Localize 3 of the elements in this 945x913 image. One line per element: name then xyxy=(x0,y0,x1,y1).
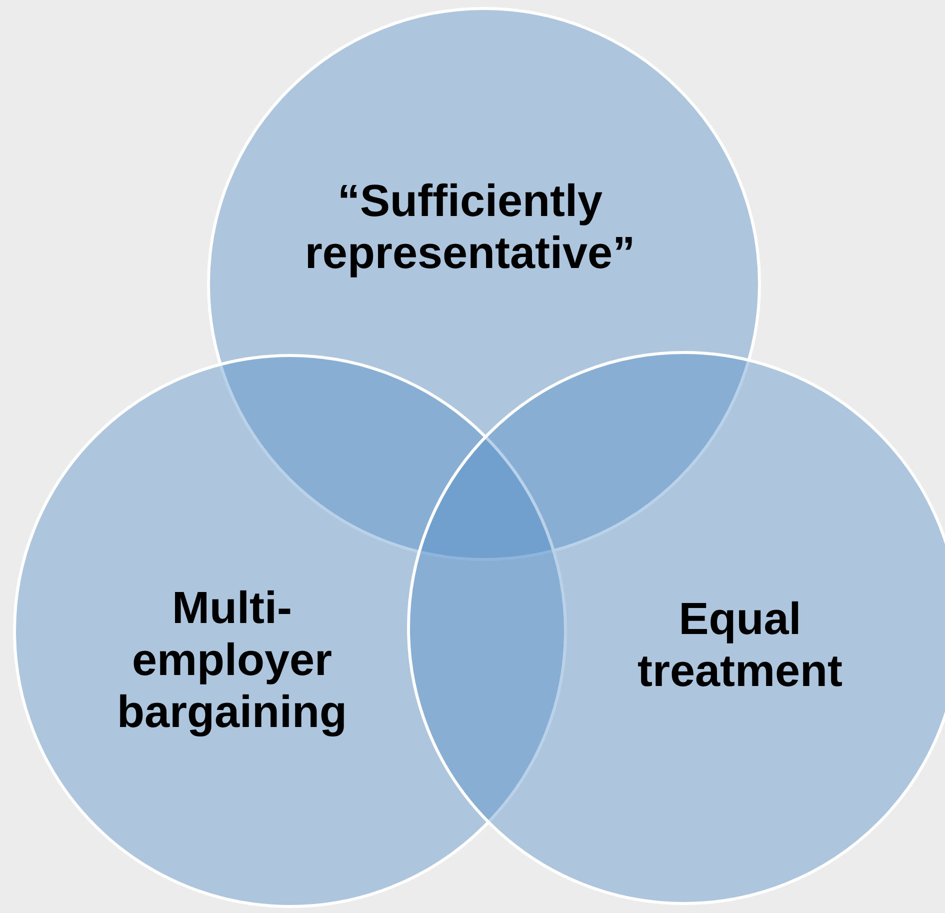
circle-label: Multi-employer bargaining xyxy=(116,582,348,738)
circle-label: “Sufficiently representative” xyxy=(304,175,636,279)
circle-label: Equal treatment xyxy=(636,593,844,697)
